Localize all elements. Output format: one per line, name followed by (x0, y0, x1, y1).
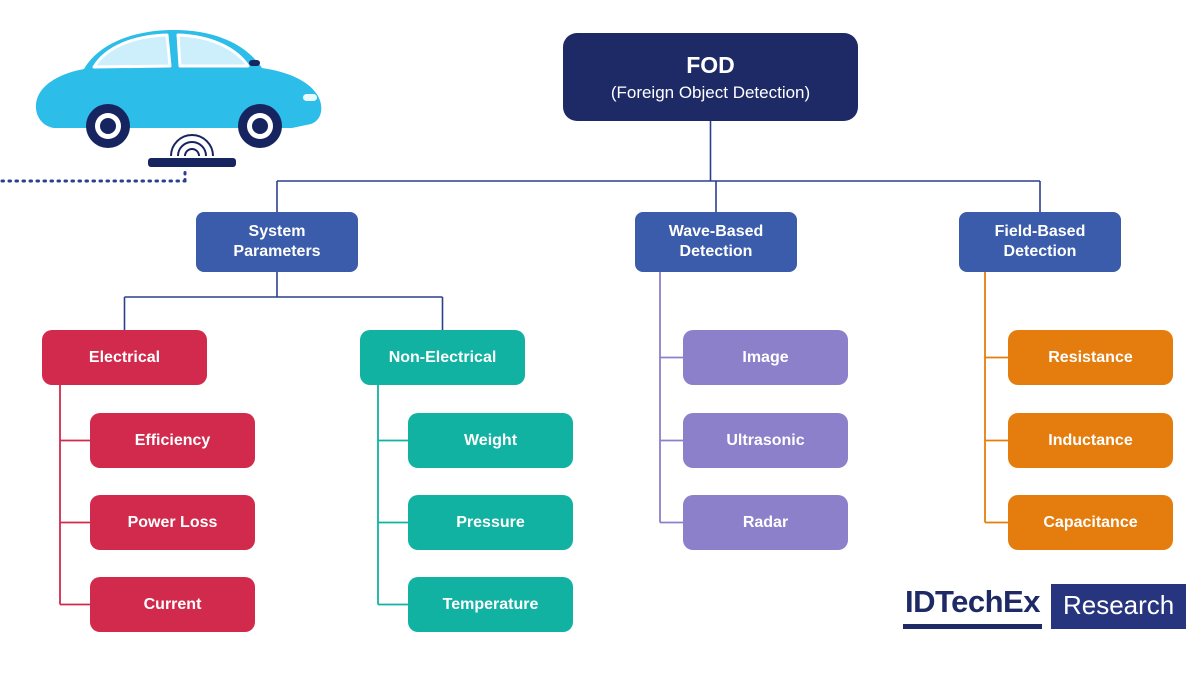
node-radar: Radar (683, 495, 848, 550)
fod-subtitle: (Foreign Object Detection) (610, 83, 811, 103)
car-headlight (303, 94, 317, 101)
fod-title: FOD (686, 51, 735, 78)
non-electrical-connectors (377, 385, 408, 606)
node-power-loss: Power Loss (90, 495, 255, 550)
node-non-electrical: Non-Electrical (360, 330, 525, 385)
node-system-parameters: System Parameters (196, 212, 358, 272)
node-temperature: Temperature (408, 577, 573, 632)
node-fod: FOD (Foreign Object Detection) (563, 33, 858, 121)
ev-car-illustration (20, 10, 340, 180)
logo-suffix-box: Research (1050, 584, 1187, 629)
logo-brand-text: IDTechEx (903, 584, 1042, 629)
node-current: Current (90, 577, 255, 632)
car-body (35, 29, 322, 128)
wireless-charging-pad (148, 134, 236, 167)
car-front-window (176, 33, 250, 68)
car-rear-window (92, 33, 172, 69)
ev-car-svg (35, 29, 322, 167)
node-image: Image (683, 330, 848, 385)
field-connectors (984, 272, 1008, 524)
car-wheels (86, 104, 282, 148)
node-wave-based-detection: Wave-Based Detection (635, 212, 797, 272)
node-field-based-detection: Field-Based Detection (959, 212, 1121, 272)
node-efficiency: Efficiency (90, 413, 255, 468)
node-ultrasonic: Ultrasonic (683, 413, 848, 468)
node-capacitance: Capacitance (1008, 495, 1173, 550)
wave-connectors (659, 272, 683, 524)
node-inductance: Inductance (1008, 413, 1173, 468)
node-resistance: Resistance (1008, 330, 1173, 385)
node-pressure: Pressure (408, 495, 573, 550)
node-weight: Weight (408, 413, 573, 468)
node-electrical: Electrical (42, 330, 207, 385)
car-mirror (249, 60, 260, 66)
idtechex-research-logo: IDTechEx Research (903, 584, 1187, 629)
electrical-connectors (59, 385, 90, 606)
